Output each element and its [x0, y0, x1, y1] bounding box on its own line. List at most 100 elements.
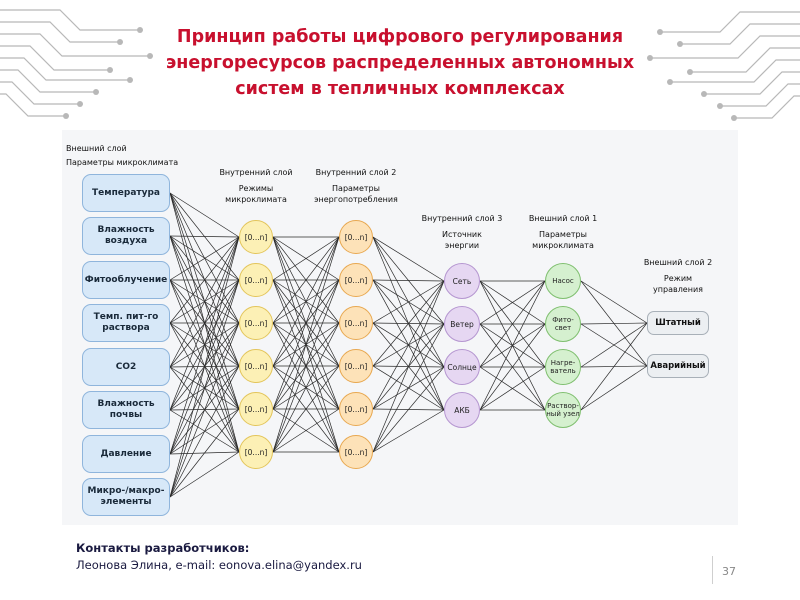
node-label: Аварийный — [650, 361, 706, 371]
mode-node: [0...n] — [239, 306, 273, 340]
node-label: АКБ — [454, 405, 470, 415]
connection-line — [169, 236, 240, 498]
input-parameter-box: CO2 — [82, 348, 170, 386]
connection-line — [169, 236, 240, 281]
node-label: раствора — [102, 323, 150, 333]
connection-line — [372, 236, 445, 282]
node-label: Раствор- — [547, 402, 579, 410]
outer-layer-title: Внешний слой — [66, 144, 127, 153]
connection-line — [372, 323, 445, 453]
connection-line — [479, 323, 546, 411]
connection-line — [169, 451, 240, 498]
connection-line — [479, 280, 546, 411]
inner-layer-3-title: Внутренний слой 3 — [421, 214, 503, 223]
connection-line — [169, 235, 240, 238]
inner-layer-3-subtitle: Источник энергии — [442, 229, 482, 251]
actuator-node: Раствор-ный узел — [545, 392, 581, 428]
node-label: ный узел — [546, 410, 580, 418]
title-line: Принцип работы цифрового регулирования — [176, 27, 624, 47]
node-label: Температура — [91, 187, 161, 198]
node-label: [0...n] — [244, 318, 268, 328]
title-line: энергоресурсов распределенных автономных — [165, 53, 635, 73]
energy-param-node: [0...n] — [339, 220, 373, 254]
input-parameter-box: Давление — [82, 435, 170, 473]
connection-line — [169, 408, 240, 498]
node-label: элементы — [100, 497, 152, 507]
node-label: Солнце — [447, 362, 477, 372]
outer-layer-1-title: Внешний слой 1 — [528, 214, 598, 223]
subtitle-line: Источник — [442, 230, 482, 239]
subtitle-line: микроклимата — [532, 241, 594, 250]
node-label: [0...n] — [244, 447, 268, 457]
energy-source-node: АКБ — [444, 392, 480, 428]
connection-line — [580, 322, 648, 368]
node-label: [0...n] — [344, 232, 368, 242]
node-label: [0...n] — [344, 275, 368, 285]
connection-line — [169, 192, 240, 238]
node-label: Штатный — [655, 318, 701, 328]
contacts-block: Контакты разработчиков: Леонова Элина, e… — [76, 540, 362, 574]
mode-node: [0...n] — [239, 392, 273, 426]
energy-source-node: Сеть — [444, 263, 480, 299]
connection-line — [272, 279, 340, 453]
connection-line — [479, 366, 546, 411]
connection-line — [479, 280, 546, 325]
mode-node: [0...n] — [239, 220, 273, 254]
connection-line — [272, 236, 340, 367]
node-label: [0...n] — [344, 318, 368, 328]
connection-line — [372, 366, 445, 453]
energy-param-node: [0...n] — [339, 306, 373, 340]
energy-source-node: Ветер — [444, 306, 480, 342]
energy-param-node: [0...n] — [339, 263, 373, 297]
node-label: CO2 — [115, 361, 137, 372]
node-label: Насос — [552, 277, 574, 285]
node-label: Влажность — [97, 399, 155, 409]
node-label: Темп. пит-го — [93, 312, 159, 322]
subtitle-line: энергопотребления — [314, 195, 398, 204]
connection-line — [580, 280, 648, 324]
node-label: ватель — [550, 367, 576, 375]
inner-layer-1-title: Внутренний слой — [219, 168, 293, 177]
outer-layer-2-title: Внешний слой 2 — [643, 258, 713, 267]
subtitle-line: Параметры — [539, 230, 587, 239]
connection-line — [372, 279, 445, 282]
connection-line — [372, 280, 445, 410]
node-label: почвы — [109, 410, 143, 420]
connection-line — [169, 236, 240, 368]
connection-line — [580, 322, 648, 325]
node-label: [0...n] — [244, 361, 268, 371]
slide-title: Принцип работы цифрового регулирования э… — [150, 24, 650, 102]
connection-line — [272, 236, 340, 281]
input-parameter-box: Микро-/макро-элементы — [82, 478, 170, 516]
connection-line — [372, 409, 445, 453]
subtitle-line: энергии — [444, 241, 480, 250]
mode-node: [0...n] — [239, 349, 273, 383]
subtitle-line: Режимы — [238, 184, 274, 193]
connection-line — [169, 236, 240, 324]
connection-line — [272, 236, 340, 324]
inner-layer-2-title: Внутренний слой 2 — [315, 168, 397, 177]
actuator-node: Нагре-ватель — [545, 349, 581, 385]
energy-param-node: [0...n] — [339, 392, 373, 426]
node-label: [0...n] — [344, 447, 368, 457]
subtitle-line: микроклимата — [225, 195, 287, 204]
node-label: Ветер — [450, 319, 474, 329]
actuator-node: Насос — [545, 263, 581, 299]
connection-line — [169, 322, 240, 498]
mode-node: [0...n] — [239, 263, 273, 297]
title-line: систем в тепличных комплексах — [235, 79, 565, 99]
node-label: [0...n] — [244, 232, 268, 242]
connection-line — [272, 236, 340, 410]
connection-line — [479, 280, 546, 368]
node-label: [0...n] — [344, 361, 368, 371]
node-label: Сеть — [452, 276, 472, 286]
mode-node: [0...n] — [239, 435, 273, 469]
connection-line — [272, 322, 340, 453]
node-label: Фитооблучение — [84, 274, 168, 285]
inner-layer-1-subtitle: Режимы микроклимата — [225, 183, 287, 205]
